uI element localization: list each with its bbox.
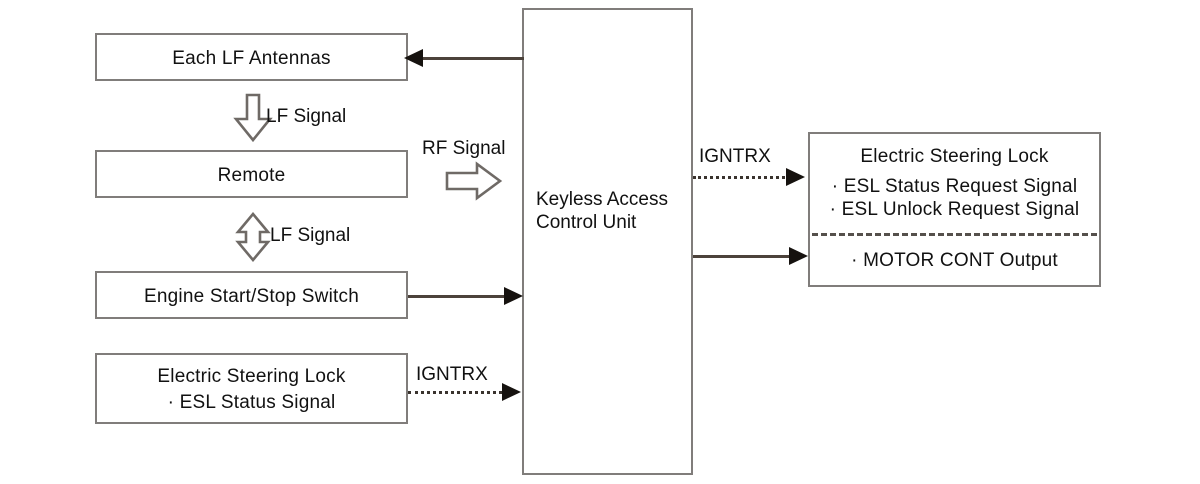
hollow-down-arrow-icon [232,93,274,143]
label-rf-signal: RF Signal [422,138,506,159]
arrowhead-motor-cont [789,247,808,265]
hollow-updown-arrow-icon [232,212,274,262]
box-esl-output-motor-cont: · MOTOR CONT Output [851,250,1058,271]
box-engine-start-stop-switch-label: Engine Start/Stop Switch [144,286,359,307]
hollow-right-arrow-icon [444,161,504,201]
box-each-lf-antennas: Each LF Antennas [95,33,408,81]
connector-engine-switch-to-control-unit [408,295,518,298]
arrowhead-engine-switch [504,287,523,305]
box-esl-output-title: Electric Steering Lock [860,146,1049,167]
box-keyless-access-control-unit: Keyless Access Control Unit [522,8,693,475]
esl-output-divider [812,233,1097,236]
arrowhead-igntrx-output [786,168,805,186]
box-esl-output-item-0: · ESL Status Request Signal [831,176,1078,197]
label-igntrx-input: IGNTRX [416,364,488,385]
connector-esl-input-to-control-unit [408,391,508,394]
control-unit-label-line1: Keyless Access [536,189,668,210]
label-lf-signal-down: LF Signal [266,106,347,127]
box-remote: Remote [95,150,408,198]
box-each-lf-antennas-label: Each LF Antennas [172,48,331,69]
box-esl-output-item-1: · ESL Unlock Request Signal [829,199,1080,220]
control-unit-label-line2: Control Unit [536,212,637,233]
box-esl-input-title: Electric Steering Lock [157,366,346,387]
arrowhead-esl-input [502,383,521,401]
label-igntrx-output: IGNTRX [699,146,771,167]
box-electric-steering-lock-output: Electric Steering Lock · ESL Status Requ… [808,132,1101,287]
box-engine-start-stop-switch: Engine Start/Stop Switch [95,271,408,319]
connector-control-unit-to-antennas [412,57,524,60]
box-electric-steering-lock-input: Electric Steering Lock · ESL Status Sign… [95,353,408,424]
box-remote-label: Remote [217,165,286,186]
arrowhead-to-antennas [404,49,423,67]
box-esl-input-status-signal: · ESL Status Signal [167,392,336,413]
connector-control-unit-to-motor-cont [693,255,798,258]
connector-control-unit-to-esl-output [693,176,791,179]
label-lf-signal-bidirectional: LF Signal [270,225,351,246]
